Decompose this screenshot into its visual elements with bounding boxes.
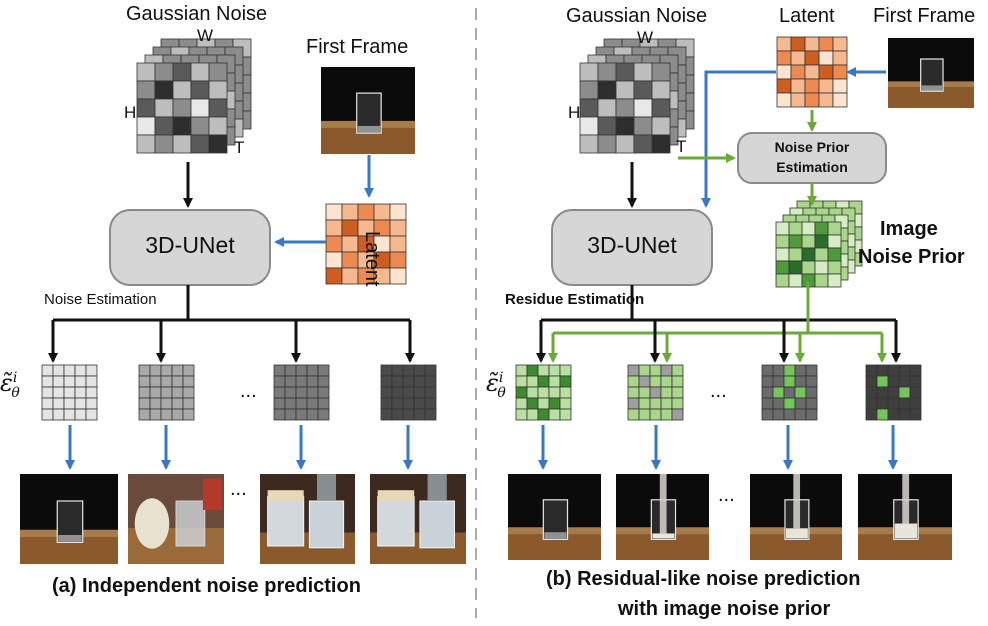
left-output-frame-4 (370, 474, 466, 564)
right-noise-grid-2 (627, 364, 684, 421)
right-noise-grid-4 (865, 364, 922, 421)
right-gaussian-noise-stack (579, 38, 695, 154)
latent-to-unet-arrow (701, 70, 776, 208)
right-first-frame-image (888, 38, 974, 108)
residue-estimation-label: Residue Estimation (505, 291, 645, 308)
right-caption-line1: (b) Residual-like noise prediction (546, 568, 861, 590)
left-noise-grid-2 (138, 364, 195, 421)
image-noise-prior-line1: Image (880, 218, 938, 240)
right-output-frame-3 (750, 474, 842, 560)
left-noise-prediction-grids (41, 364, 437, 421)
right-output-frame-1 (508, 474, 601, 560)
left-frames-ellipsis: ... (230, 478, 247, 500)
left-noise-grid-4 (380, 364, 437, 421)
right-frames-ellipsis: ... (718, 484, 735, 506)
left-epsilon-label: ε̃iθ (0, 369, 20, 401)
left-first-frame-label: First Frame (306, 36, 409, 58)
left-first-frame-image (321, 67, 415, 154)
image-noise-prior-line2: Noise Prior (858, 246, 965, 268)
left-gaussian-noise-label: Gaussian Noise (126, 3, 268, 25)
noise-front-grid (579, 62, 671, 154)
right-first-frame-label: First Frame (873, 5, 976, 27)
noise-front-grid (136, 62, 228, 154)
right-output-frame-2 (616, 474, 709, 560)
right-noise-grid-1 (515, 364, 572, 421)
right-caption-line2: with image noise prior (618, 598, 831, 620)
left-output-arrows (65, 425, 413, 470)
image-noise-prior-stack (775, 200, 863, 288)
left-latent-grid (325, 203, 407, 285)
right-dim-w-label: W (637, 28, 654, 47)
right-dim-h-label: H (568, 103, 581, 122)
left-unet-box (109, 209, 271, 286)
left-output-frame-2 (128, 474, 224, 564)
right-noise-ellipsis: ... (710, 380, 727, 402)
right-latent-cells (776, 36, 848, 108)
left-branch-arrows (48, 320, 415, 363)
right-unet-label: 3D-UNet (587, 232, 677, 258)
video-frame-images (20, 38, 974, 564)
left-output-frame-3 (260, 474, 355, 564)
left-noise-grid-3 (273, 364, 330, 421)
left-noise-grid-1 (41, 364, 98, 421)
left-dim-t-label: T (234, 138, 245, 157)
right-output-arrows (538, 425, 898, 470)
right-output-frame-4 (858, 474, 952, 560)
left-dim-w-label: W (197, 26, 214, 45)
left-gaussian-noise-stack (136, 38, 252, 154)
right-gaussian-noise-label: Gaussian Noise (566, 5, 708, 27)
left-unet-label: 3D-UNet (145, 232, 235, 258)
noise-prior-estimation-line2: Estimation (776, 159, 848, 175)
left-caption: (a) Independent noise prediction (52, 575, 361, 597)
noise-prior-estimation-line1: Noise Prior (774, 139, 850, 155)
right-noise-grid-3 (761, 364, 818, 421)
left-dim-h-label: H (124, 103, 137, 122)
right-latent-grid (776, 36, 848, 108)
right-latent-label: Latent (779, 5, 835, 27)
left-latent-label: Latent (361, 231, 383, 287)
left-output-frame-1 (20, 474, 118, 564)
prior-front-grid (775, 221, 842, 288)
left-noise-ellipsis: ... (240, 380, 257, 402)
right-epsilon-label: ε̃iθ (486, 369, 506, 401)
noise-estimation-label: Noise Estimation (44, 291, 157, 308)
right-noise-prediction-grids (515, 364, 922, 421)
left-latent-cells (325, 203, 407, 285)
right-branch-arrows (536, 320, 901, 363)
noise-prior-estimation-label: Noise Prior Estimation (738, 137, 886, 177)
right-dim-t-label: T (676, 137, 687, 156)
